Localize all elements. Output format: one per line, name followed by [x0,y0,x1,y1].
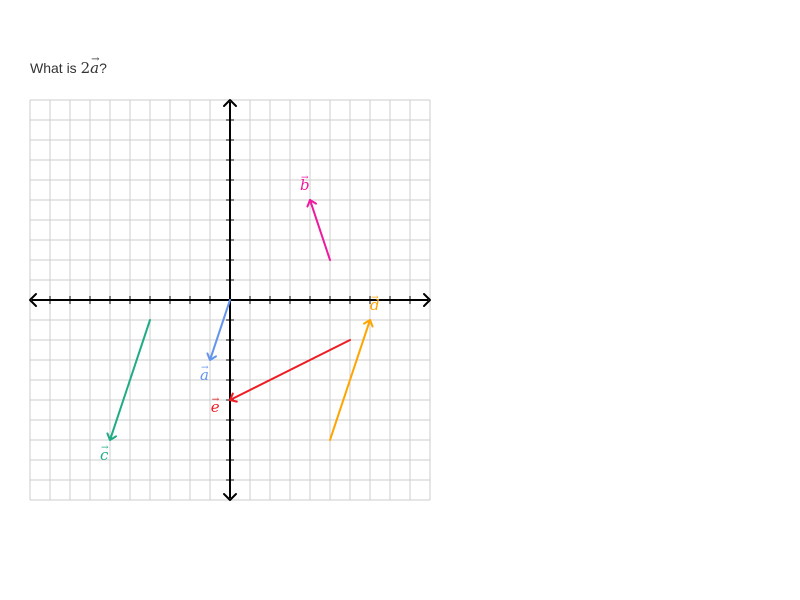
x-axis-arrow-right-icon [423,293,431,307]
vectors: a→b→c→d→e→ [100,173,380,464]
vector-b-line [309,199,331,261]
vector-c-line [109,319,151,441]
vector-d-label-arrow-icon: → [371,293,379,303]
vector-arrow-icon: → [91,54,100,65]
vector-a-line [209,299,231,361]
y-axis-arrow-down-icon [223,493,237,501]
question-math: 2a→ [80,54,100,77]
vector-c-arrowhead-icon [106,432,117,441]
vector-c-label-arrow-icon: → [101,443,109,453]
vector-a-label-arrow-icon: → [201,363,209,373]
question-text: What is 2a→? [30,54,107,77]
vector-d-label: d [370,296,380,314]
vector-a: a→ [200,299,231,384]
x-axis-arrow-left-icon [29,293,37,307]
vector-c: c→ [100,319,151,464]
question-prefix: What is [30,60,81,76]
vector-c-label: c [100,446,109,464]
vector-e: e→ [211,339,351,416]
vector-b-label: b [300,176,310,194]
vector-e-label-arrow-icon: → [212,395,220,405]
vector-b: b→ [300,173,331,261]
y-axis-arrow-up-icon [223,99,237,107]
vector-e-label: e [211,398,220,416]
vector-d: d→ [329,293,380,441]
vector-a-label: a [200,366,209,384]
vector-d-line [329,319,371,441]
question-suffix: ? [99,60,107,76]
vector-b-label-arrow-icon: → [301,173,309,183]
vector-e-line [229,339,351,401]
question-vector: a→ [90,54,100,77]
question-coefficient: 2 [80,59,91,77]
vector-b-arrowhead-icon [306,199,317,208]
vector-d-arrowhead-icon [363,319,374,328]
question-vector-letter: a [90,59,100,77]
vector-a-arrowhead-icon [206,352,217,361]
vector-e-arrowhead-icon [229,392,238,403]
